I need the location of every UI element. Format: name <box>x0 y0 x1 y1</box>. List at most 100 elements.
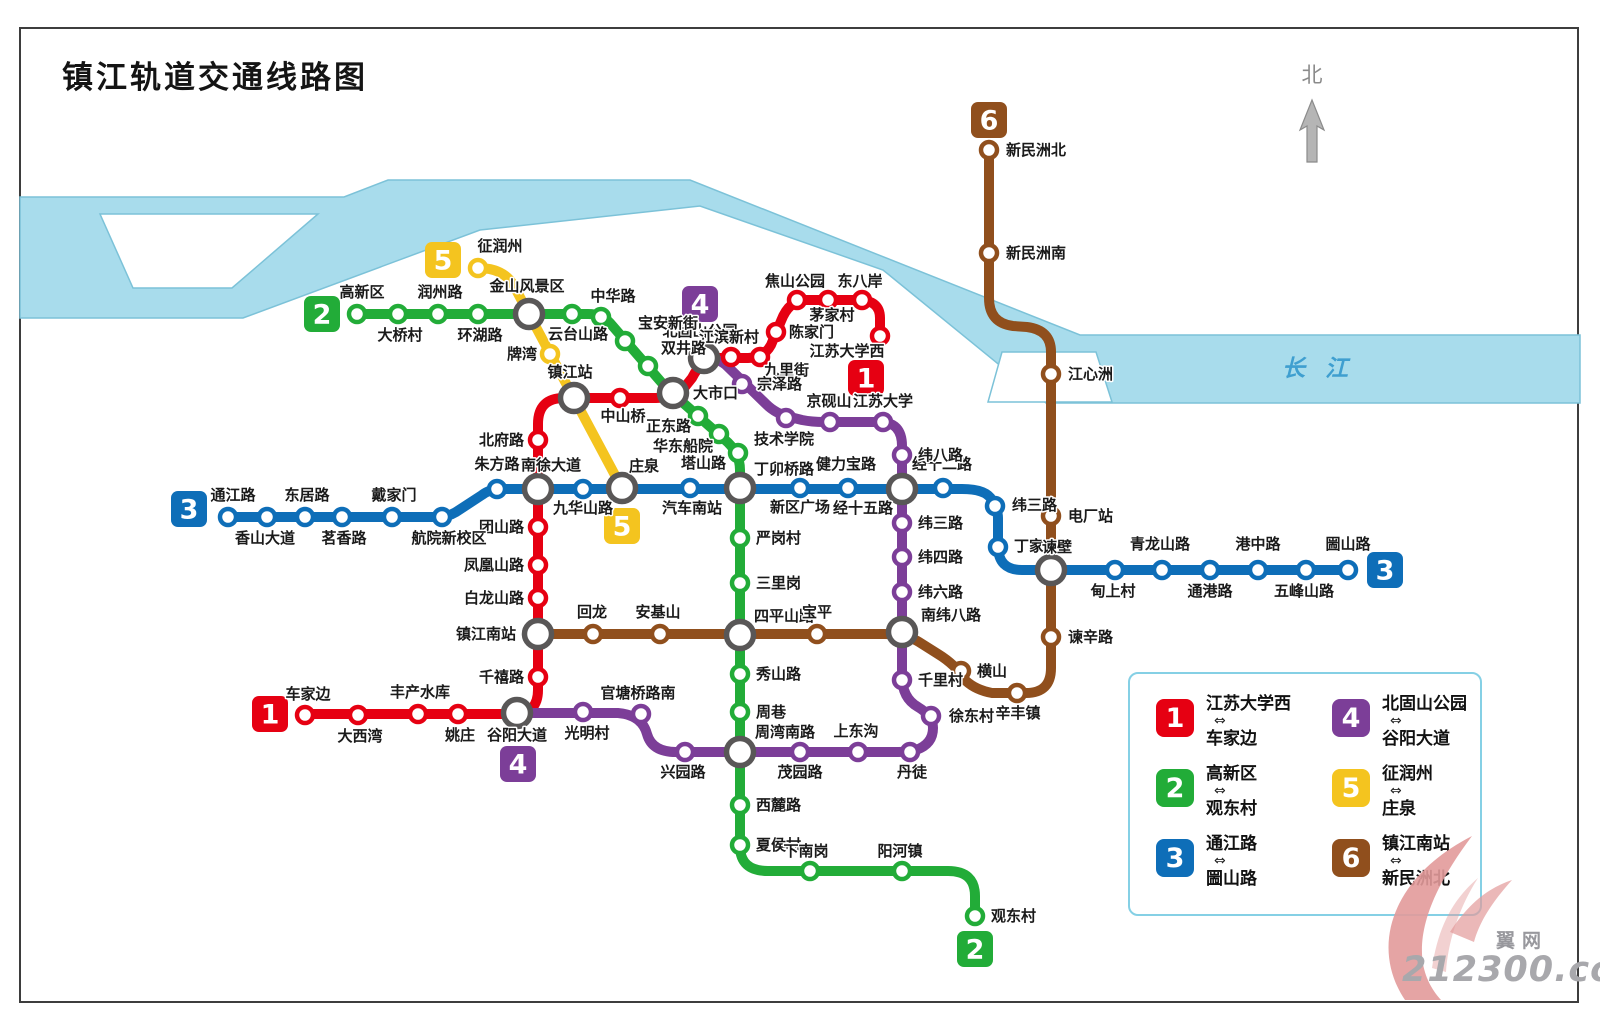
line-badge-number: 1 <box>857 364 876 395</box>
station-label: 三里岗 <box>756 574 801 592</box>
line-badge-number: 4 <box>691 290 710 321</box>
station-label: 航院新校区 <box>411 529 486 547</box>
line-badge-6 <box>971 102 1007 138</box>
station-marker <box>331 506 353 528</box>
station-marker <box>731 373 753 395</box>
station-marker <box>256 506 278 528</box>
station-marker <box>891 512 913 534</box>
station-marker <box>572 478 594 500</box>
station-label: 宗泽路 <box>757 375 803 393</box>
station-marker <box>582 623 604 645</box>
station-label: 团山路 <box>479 518 525 536</box>
station-label: 大桥村 <box>377 326 422 344</box>
interchange-marker <box>605 471 639 505</box>
station-label: 征润州 <box>477 237 522 255</box>
station-marker <box>527 587 549 609</box>
station-label: 双井路 <box>661 339 707 357</box>
station-label: 谏辛路 <box>1068 628 1114 646</box>
station-label: 焦山公园 <box>764 272 825 290</box>
river-yangtze <box>19 179 1581 404</box>
legend-line-badge: 3 <box>1156 839 1194 877</box>
station-marker <box>749 346 771 368</box>
legend-from-station: 江苏大学西 <box>1206 694 1291 714</box>
legend-termini: 北固山公园⇔谷阳大道 <box>1382 694 1467 749</box>
station-label: 纬六路 <box>918 583 964 601</box>
station-label: 下南岗 <box>783 842 828 860</box>
legend-item-line-1: 1 江苏大学西⇔车家边 <box>1156 694 1332 764</box>
station-marker <box>978 139 1000 161</box>
station-marker <box>1040 363 1062 385</box>
station-label: 光明村 <box>563 724 609 742</box>
line-badge-number: 3 <box>1376 556 1395 587</box>
station-marker <box>708 423 730 445</box>
station-label: 东八岸 <box>837 272 882 290</box>
station-marker <box>381 506 403 528</box>
station-label: 技术学院 <box>754 430 814 448</box>
station-label: 朱方路 <box>474 455 520 473</box>
station-marker <box>891 444 913 466</box>
station-marker <box>347 704 369 726</box>
station-label: 环湖路 <box>457 326 503 344</box>
station-marker <box>978 242 1000 264</box>
station-label: 千里村 <box>918 671 963 689</box>
station-marker <box>539 343 561 365</box>
station-label: 镇江南站 <box>456 625 516 643</box>
legend-to-station: 圌山路 <box>1206 868 1257 889</box>
station-label: 华东船院 <box>653 437 713 455</box>
interchange-marker <box>885 472 919 506</box>
station-marker <box>789 477 811 499</box>
station-label: 青龙山路 <box>1130 535 1191 553</box>
station-marker <box>932 477 954 499</box>
map-border <box>19 27 1579 1003</box>
station-marker <box>590 306 612 328</box>
station-label: 东居路 <box>284 486 330 504</box>
station-marker <box>837 477 859 499</box>
station-marker <box>447 703 469 725</box>
station-marker <box>786 289 808 311</box>
station-label: 夏侯村 <box>755 836 801 854</box>
station-marker <box>984 495 1006 517</box>
station-label: 新区广场 <box>770 498 830 516</box>
station-marker <box>729 663 751 685</box>
station-label: 丰产水库 <box>390 683 450 701</box>
station-label: 纬三路 <box>918 514 964 532</box>
station-marker <box>847 741 869 763</box>
station-label: 香山大道 <box>235 529 295 547</box>
station-label: 安基山 <box>635 603 680 621</box>
interchange-marker <box>512 297 546 331</box>
station-marker <box>679 477 701 499</box>
line-badge-number: 2 <box>313 300 332 331</box>
station-label: 横山 <box>977 662 1007 680</box>
station-label: 茂园路 <box>777 763 823 781</box>
station-label: 京砚山 <box>806 392 851 410</box>
station-marker <box>527 516 549 538</box>
station-label: 戴家门 <box>371 486 416 504</box>
station-label: 通港路 <box>1187 582 1233 600</box>
station-label: 圌山路 <box>1325 535 1371 553</box>
legend-line-badge: 5 <box>1332 769 1370 807</box>
station-label: 阳河镇 <box>877 842 922 860</box>
station-marker <box>486 478 508 500</box>
legend-line-badge: 1 <box>1156 699 1194 737</box>
station-marker <box>765 321 787 343</box>
station-marker <box>294 704 316 726</box>
station-marker <box>609 387 631 409</box>
station-label: 纬三路 <box>1012 496 1058 514</box>
station-marker <box>964 905 986 927</box>
legend-termini: 江苏大学西⇔车家边 <box>1206 694 1291 749</box>
station-label: 四平山路 <box>754 607 815 625</box>
station-marker <box>687 405 709 427</box>
station-marker <box>431 506 453 528</box>
station-label: 江苏大学 <box>853 392 913 410</box>
legend-termini: 征润州⇔庄泉 <box>1382 764 1433 819</box>
north-arrow-icon <box>1298 98 1326 163</box>
station-marker <box>1151 559 1173 581</box>
line-badge-number: 5 <box>434 246 453 277</box>
double-arrow-icon: ⇔ <box>1390 853 1402 870</box>
legend-to-station: 新民洲北 <box>1382 868 1450 889</box>
station-label: 宝安新街 <box>638 314 698 332</box>
double-arrow-icon: ⇔ <box>1214 713 1226 730</box>
